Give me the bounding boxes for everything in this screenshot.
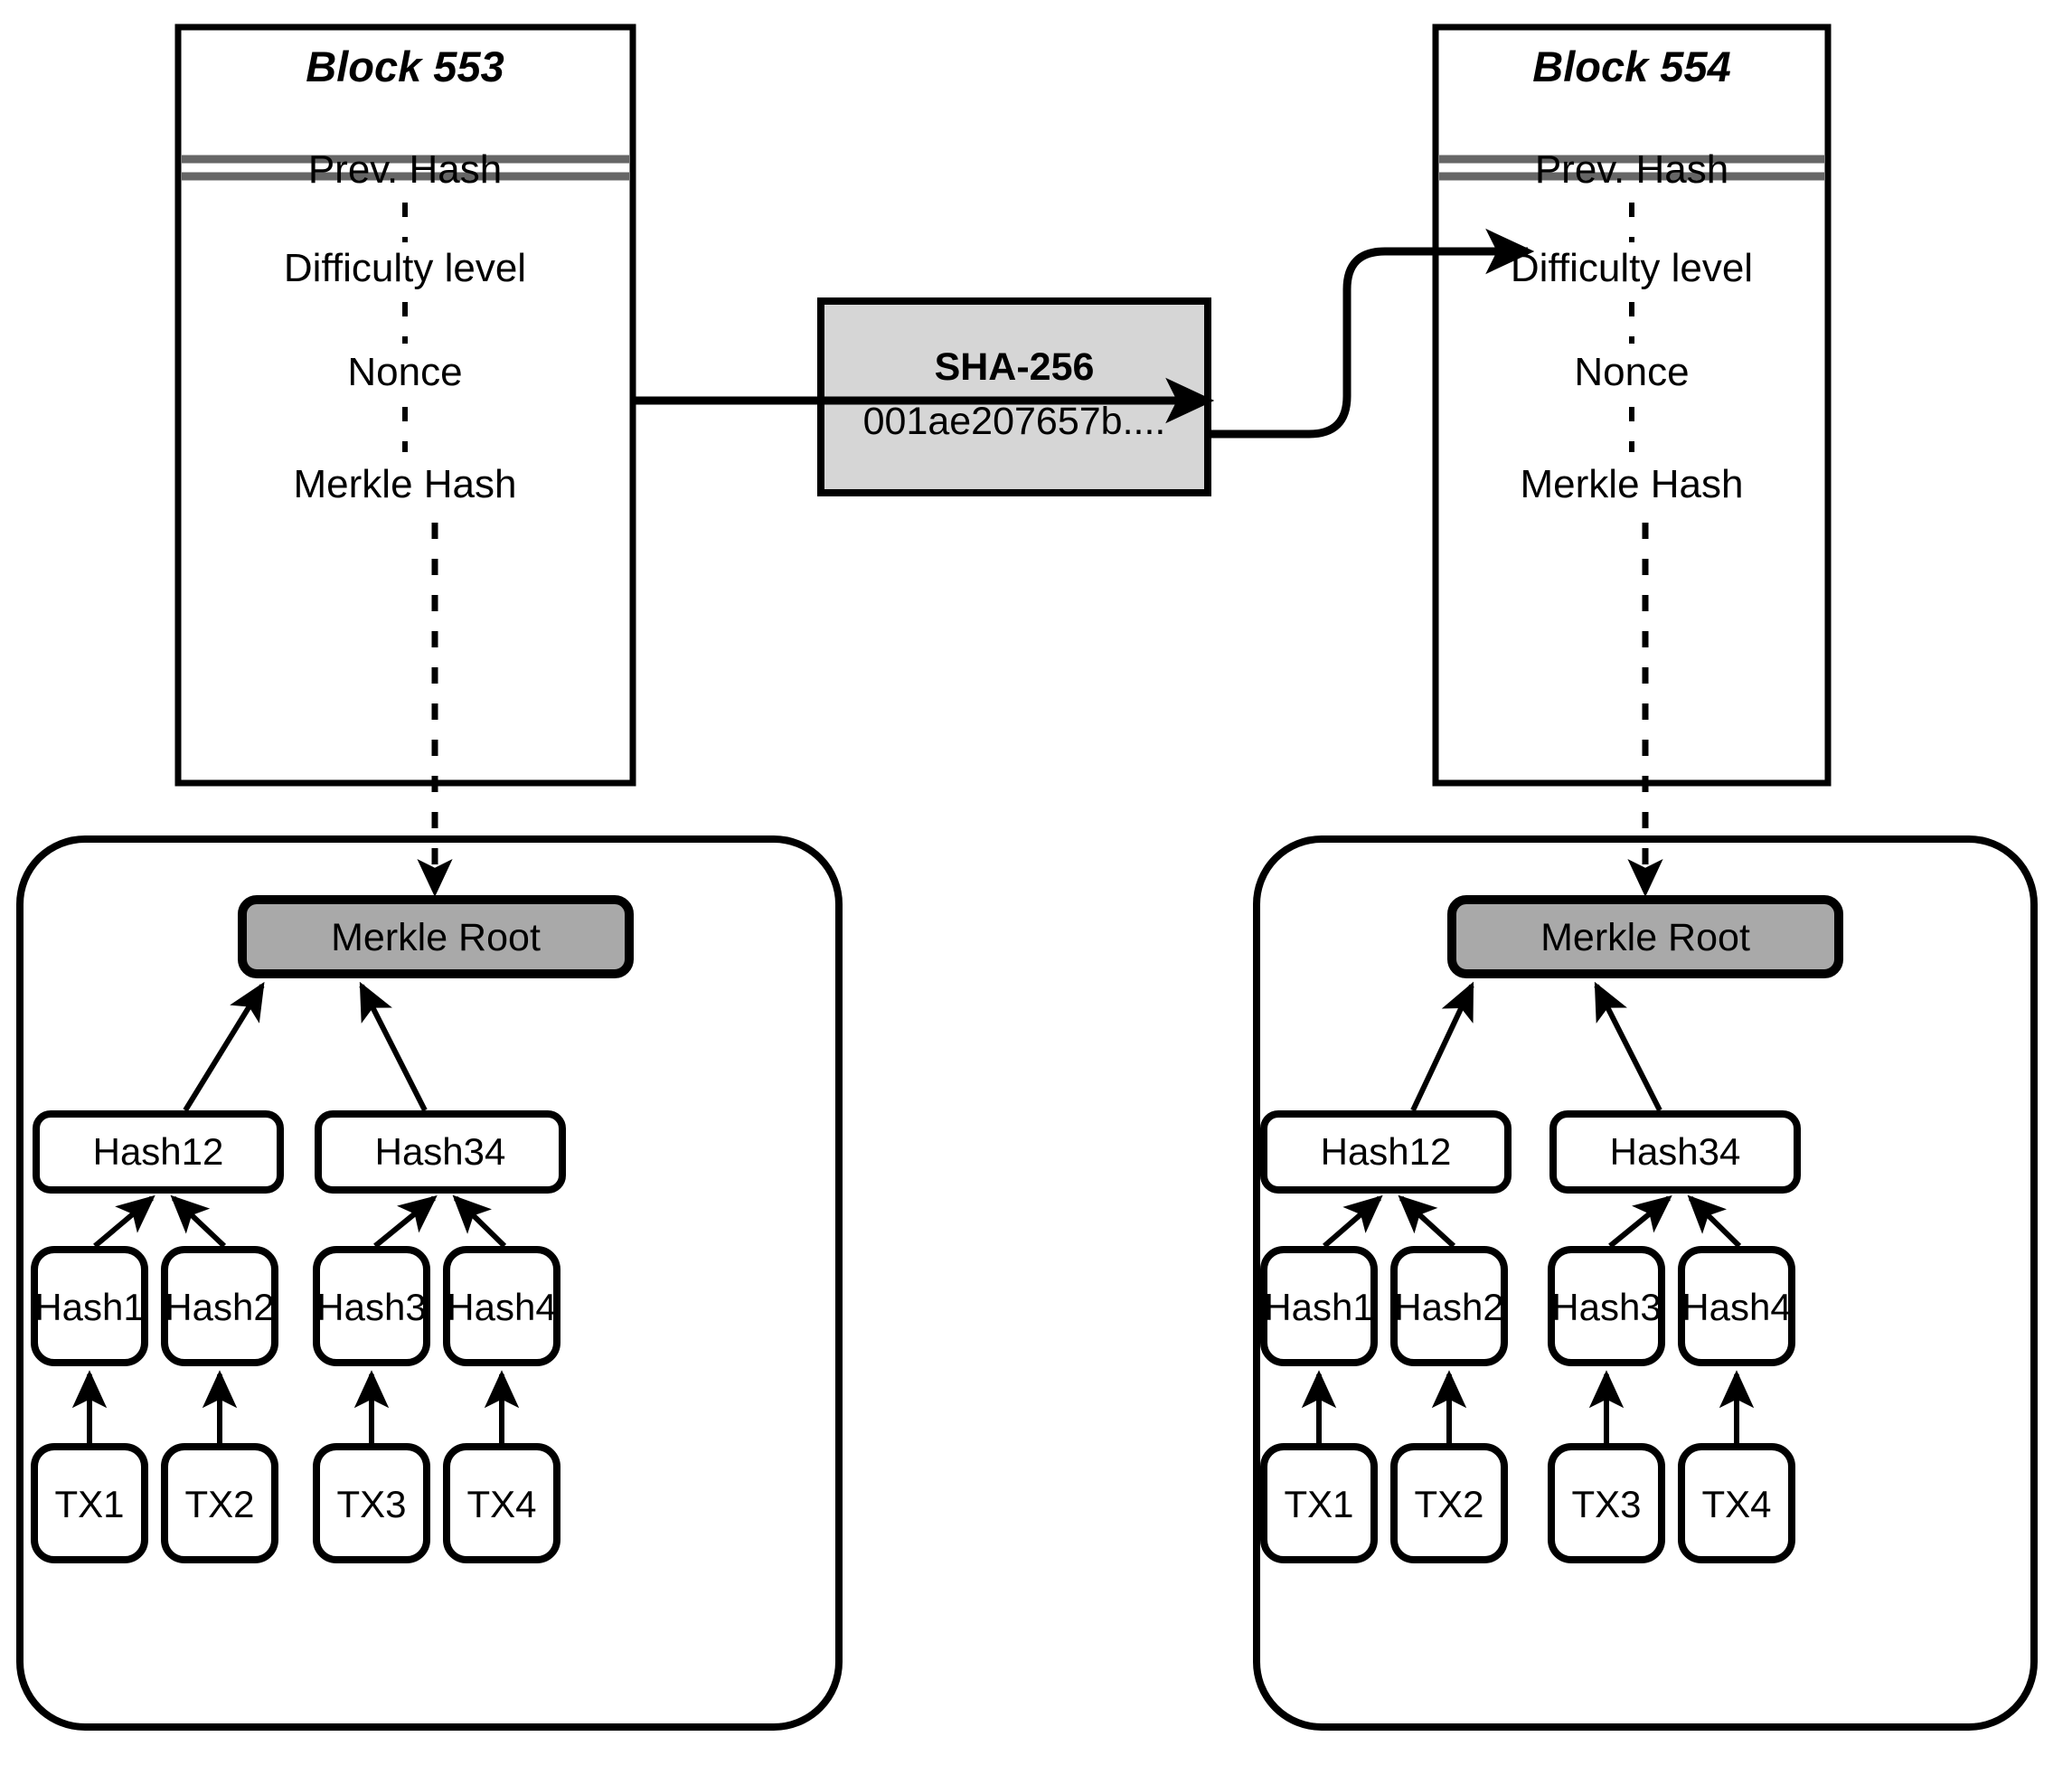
hash2-left-node[interactable]: Hash2 [161, 1246, 278, 1366]
block-553-outline [174, 24, 636, 787]
block-553-field-difficulty: Difficulty level [284, 246, 526, 290]
tx4-left[interactable]: TX4 [443, 1443, 560, 1563]
tx3-left-box [313, 1443, 430, 1563]
tx2-right[interactable]: TX2 [1390, 1443, 1508, 1563]
tx1-left-box [31, 1443, 148, 1563]
tx2-left-box [161, 1443, 278, 1563]
hash1-right-box [1260, 1246, 1378, 1366]
hash4-left-box [443, 1246, 560, 1366]
edge-right-hash12-to-root [1410, 981, 1474, 1112]
hash12-left-label: Hash12 [93, 1130, 224, 1173]
hash3-left-box [313, 1246, 430, 1366]
tx4-right[interactable]: TX4 [1678, 1443, 1795, 1563]
hash2-right-label: Hash2 [1394, 1286, 1503, 1328]
hash34-left-box [315, 1110, 566, 1194]
merkle-root-right-box [1447, 895, 1843, 978]
tx4-left-label: TX4 [466, 1483, 536, 1525]
merkle-container-left [16, 835, 843, 1731]
edge-left-hash3-to-hash34 [373, 1194, 438, 1249]
hash1-left-node[interactable]: Hash1 [31, 1246, 148, 1366]
merkle-root-left[interactable]: Merkle Root [238, 895, 634, 978]
block-553-field-prev-hash: Prev. Hash [308, 147, 502, 192]
tx4-left-box [443, 1443, 560, 1563]
tx4-right-box [1678, 1443, 1795, 1563]
edge-right-hash4-to-hash34 [1687, 1194, 1742, 1249]
hash4-right-node[interactable]: Hash4 [1678, 1246, 1795, 1366]
hash2-right-box [1390, 1246, 1508, 1366]
hash12-left-box [33, 1110, 284, 1194]
block-553-field-nonce: Nonce [347, 350, 462, 394]
tx1-left-label: TX1 [54, 1483, 124, 1525]
hash4-left-node[interactable]: Hash4 [443, 1246, 560, 1366]
hash3-left-label: Hash3 [316, 1286, 426, 1328]
hash34-right-box [1549, 1110, 1801, 1194]
hash3-right-box [1548, 1246, 1665, 1366]
hash1-left-label: Hash1 [34, 1286, 144, 1328]
tx2-left[interactable]: TX2 [161, 1443, 278, 1563]
block-554-field-prev-hash: Prev. Hash [1535, 147, 1728, 192]
hash3-left-node[interactable]: Hash3 [313, 1246, 430, 1366]
hash12-left[interactable]: Hash12 [33, 1110, 284, 1194]
hash1-right-node[interactable]: Hash1 [1260, 1246, 1378, 1366]
merkle-root-left-box [238, 895, 634, 978]
hash4-right-label: Hash4 [1681, 1286, 1791, 1328]
edge-left-hash12-to-root [183, 981, 265, 1112]
edge-right-hash2-to-hash12 [1398, 1194, 1456, 1249]
block-553[interactable]: Block 553 Prev. Hash Difficulty level No… [174, 24, 636, 787]
block-553-title: Block 553 [306, 42, 504, 90]
hash12-right[interactable]: Hash12 [1260, 1110, 1512, 1194]
tx2-left-label: TX2 [184, 1483, 254, 1525]
hash34-left[interactable]: Hash34 [315, 1110, 566, 1194]
hash34-right[interactable]: Hash34 [1549, 1110, 1801, 1194]
merkle-root-left-label: Merkle Root [331, 916, 541, 959]
hash34-right-label: Hash34 [1610, 1130, 1741, 1173]
merkle-root-right[interactable]: Merkle Root [1447, 895, 1843, 978]
hash12-right-label: Hash12 [1321, 1130, 1452, 1173]
block-554-field-nonce: Nonce [1574, 350, 1689, 394]
hash4-right-box [1678, 1246, 1795, 1366]
sha-256-value: 001ae207657b.... [863, 400, 1166, 443]
tx1-right[interactable]: TX1 [1260, 1443, 1378, 1563]
tx1-right-box [1260, 1443, 1378, 1563]
tx3-left-label: TX3 [336, 1483, 406, 1525]
edge-right-hash3-to-hash34 [1608, 1194, 1672, 1249]
tx3-left[interactable]: TX3 [313, 1443, 430, 1563]
tx3-right-box [1548, 1443, 1665, 1563]
hash4-left-label: Hash4 [447, 1286, 556, 1328]
hash2-right-node[interactable]: Hash2 [1390, 1246, 1508, 1366]
hash12-right-box [1260, 1110, 1512, 1194]
tx2-right-box [1390, 1443, 1508, 1563]
sha-256-label: SHA-256 [935, 345, 1095, 389]
merkle-root-right-label: Merkle Root [1540, 916, 1750, 959]
tx3-right[interactable]: TX3 [1548, 1443, 1665, 1563]
tx3-right-label: TX3 [1571, 1483, 1641, 1525]
hash3-right-label: Hash3 [1551, 1286, 1661, 1328]
tx1-right-label: TX1 [1284, 1483, 1353, 1525]
hash1-left-box [31, 1246, 148, 1366]
edge-left-hash1-to-hash12 [93, 1194, 155, 1249]
edge-left-hash34-to-root [359, 981, 428, 1112]
edge-right-hash1-to-hash12 [1323, 1194, 1383, 1249]
arrow-sha256-to-block554 [1208, 228, 1535, 439]
tx1-left[interactable]: TX1 [31, 1443, 148, 1563]
hash3-right-node[interactable]: Hash3 [1548, 1246, 1665, 1366]
edge-right-hash34-to-root [1594, 981, 1662, 1112]
edge-left-hash4-to-hash34 [452, 1194, 507, 1249]
merkle-container-right [1253, 835, 2038, 1731]
hash2-left-label: Hash2 [165, 1286, 274, 1328]
hash1-right-label: Hash1 [1264, 1286, 1373, 1328]
block-554-field-difficulty: Difficulty level [1511, 246, 1753, 290]
block-554[interactable]: Block 554 Prev. Hash Difficulty level No… [1432, 24, 1832, 787]
block-553-field-merkle-hash: Merkle Hash [294, 462, 517, 506]
tx4-right-label: TX4 [1701, 1483, 1771, 1525]
edge-left-hash2-to-hash12 [170, 1194, 227, 1249]
block-554-field-merkle-hash: Merkle Hash [1521, 462, 1744, 506]
hash2-left-box [161, 1246, 278, 1366]
tx2-right-label: TX2 [1414, 1483, 1483, 1525]
hash34-left-label: Hash34 [375, 1130, 506, 1173]
block-554-title: Block 554 [1532, 42, 1730, 90]
block-554-outline [1432, 24, 1832, 787]
